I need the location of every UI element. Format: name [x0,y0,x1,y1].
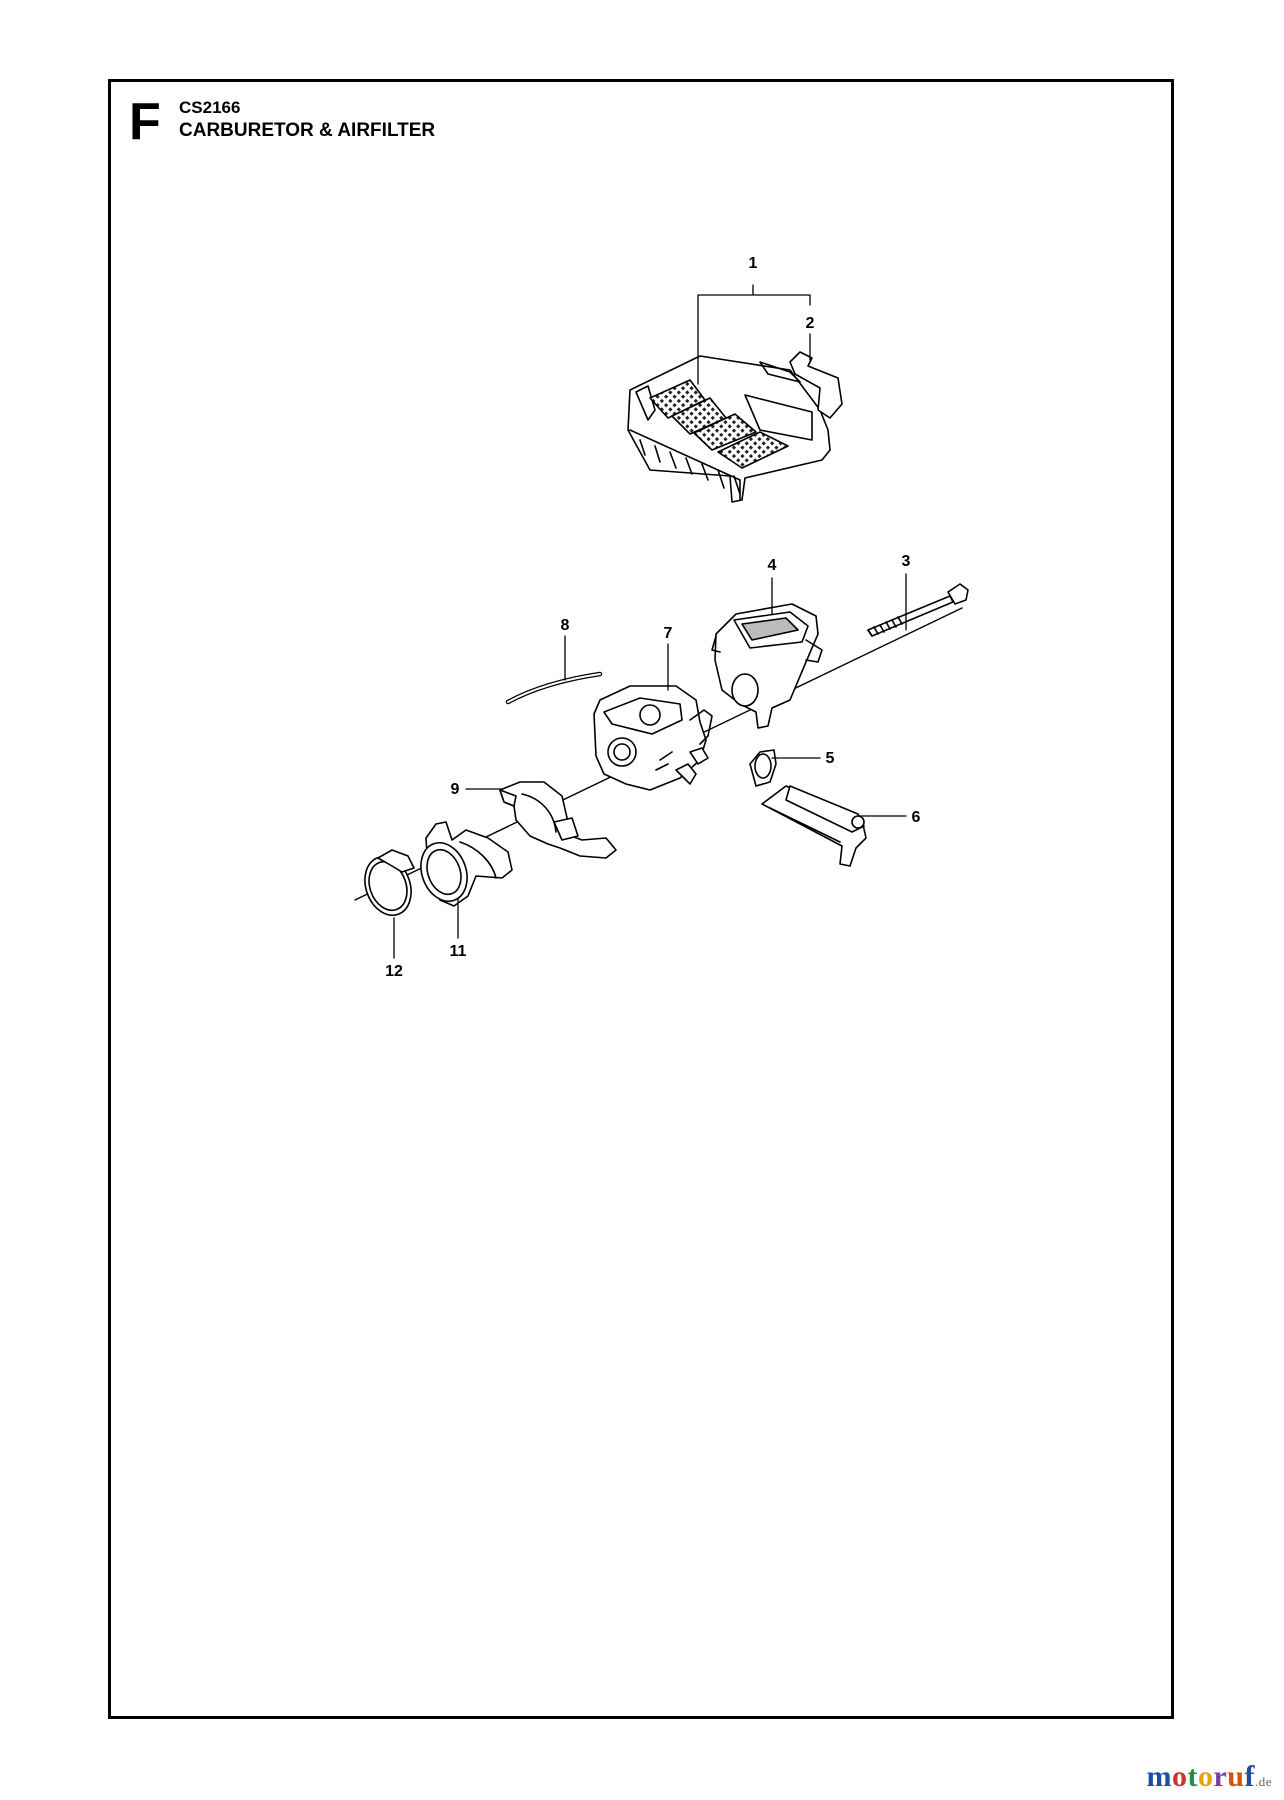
hose-clamp [364,849,415,916]
section-title: CARBURETOR & AIRFILTER [179,120,436,141]
fuel-line [505,671,603,705]
callout-2: 2 [806,315,815,332]
intake-clamp-bracket [499,781,617,859]
callout-12: 12 [385,963,403,980]
diagram-frame: F CS2166 CARBURETOR & AIRFILTER [108,79,1174,1719]
filter-retainer-clip [789,351,843,419]
callout-9: 9 [451,781,460,798]
watermark-suffix: .de [1254,1774,1272,1789]
watermark-letter: o [1197,1760,1214,1793]
watermark-logo: motoruf.de [1146,1760,1272,1794]
watermark-letter: f [1244,1760,1255,1793]
callout-11: 11 [450,943,467,960]
watermark-letter: m [1146,1760,1172,1793]
leader-lines [393,284,907,959]
callout-6: 6 [912,809,921,826]
watermark-letter: r [1213,1760,1228,1793]
watermark-letter: o [1171,1760,1188,1793]
choke-rod [761,785,867,867]
watermark-letter: u [1227,1760,1245,1793]
callout-4: 4 [768,557,777,574]
leader-1 [697,284,811,385]
callout-3: 3 [902,553,911,570]
callout-7: 7 [664,625,673,642]
carburetor [593,685,713,791]
callout-5: 5 [826,750,835,767]
model-code: CS2166 [179,98,241,117]
callout-labels: 1 2 3 4 5 6 7 8 9 11 12 [385,255,920,980]
section-letter: F [129,93,161,151]
watermark-letter: t [1187,1760,1198,1793]
air-filter-cover [627,355,831,503]
grommet [749,749,777,787]
callout-8: 8 [561,617,570,634]
intake-boot [420,821,513,907]
long-bolt [867,583,969,637]
intake-flange [711,603,823,729]
callout-1: 1 [749,255,758,272]
